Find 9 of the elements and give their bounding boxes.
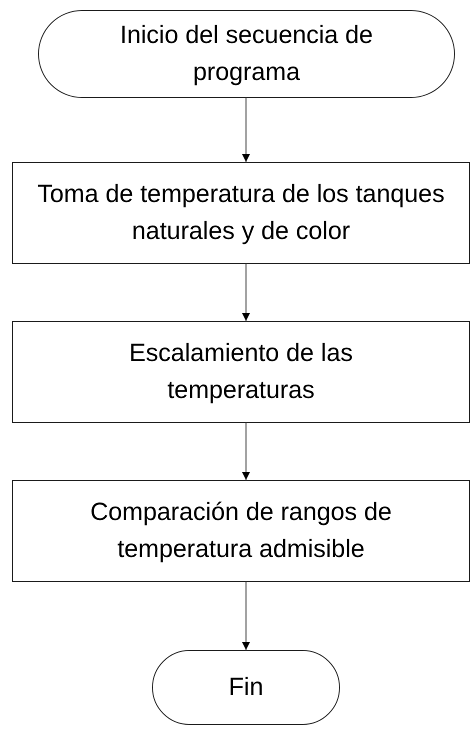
process-box: Comparación de rangos de temperatura admisible — [12, 480, 470, 582]
terminal-shape: Fin — [152, 650, 340, 725]
arrow — [242, 264, 250, 322]
terminal-shape: Inicio del secuencia de programa — [38, 10, 455, 98]
process-box: Escalamiento de las temperaturas — [12, 321, 470, 423]
arrow — [242, 98, 250, 162]
arrow — [242, 582, 250, 650]
arrow — [242, 422, 250, 480]
process-box: Toma de temperatura de los tanques naturales y de color — [12, 162, 470, 264]
